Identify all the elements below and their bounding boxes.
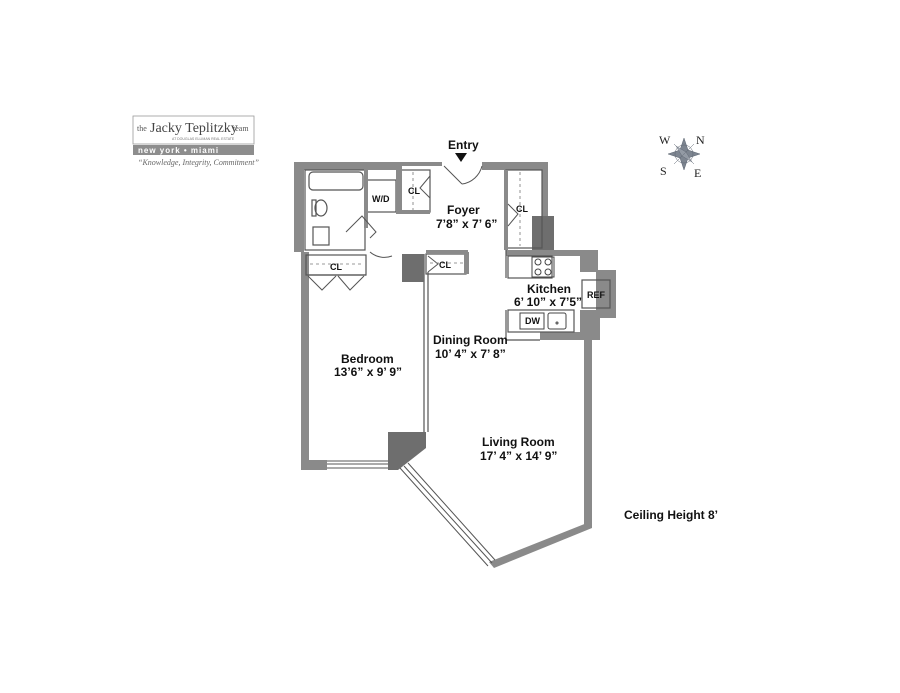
foyer-dims: 7’8” x 7’ 6” bbox=[436, 217, 497, 231]
logo-affiliation: AT DOUGLAS ELLIMAN REAL ESTATE bbox=[172, 137, 235, 141]
wall-pillar-right bbox=[532, 216, 554, 250]
bathtub-icon bbox=[308, 171, 364, 191]
logo-frame bbox=[132, 115, 255, 145]
logo-name: Jacky Teplitzky bbox=[150, 121, 238, 136]
wall-hall-closet-top bbox=[426, 250, 468, 254]
wall-top-left bbox=[294, 162, 402, 170]
bedroom-window bbox=[327, 460, 390, 469]
closet-label-foyer-right: CL bbox=[516, 204, 528, 214]
wall-hall-closet-right bbox=[464, 252, 469, 274]
entry-door-icon bbox=[443, 165, 483, 185]
compass-s: S bbox=[660, 164, 667, 178]
stove-icon bbox=[531, 256, 555, 278]
bath-door-icon bbox=[345, 215, 377, 239]
wall-living-right bbox=[584, 332, 592, 527]
wall-living-top-right bbox=[540, 332, 592, 340]
wall-left-upper bbox=[294, 162, 304, 252]
door-swings bbox=[307, 165, 519, 291]
dining-name: Dining Room bbox=[433, 333, 508, 347]
wall-kitchen-top bbox=[506, 250, 598, 256]
toilet-icon bbox=[314, 199, 328, 217]
entry-label: Entry bbox=[448, 138, 479, 152]
company-logo: the Jacky Teplitzky team AT DOUGLAS ELLI… bbox=[132, 115, 259, 167]
kitchen-dims: 6’ 10” x 7’5” bbox=[514, 295, 582, 309]
kitchen-sink-icon bbox=[547, 312, 567, 330]
wall-top-right bbox=[482, 162, 547, 170]
dw-label: DW bbox=[525, 316, 540, 326]
closet-label-bedroom: CL bbox=[330, 262, 342, 272]
kitchen-name: Kitchen bbox=[527, 282, 571, 296]
dishwasher-box bbox=[519, 312, 545, 330]
logo-cities-band bbox=[133, 145, 254, 155]
logo-tagline: “Knowledge, Integrity, Commitment” bbox=[138, 158, 259, 167]
compass-star-icon bbox=[667, 137, 701, 171]
compass-n: N bbox=[696, 133, 705, 147]
sink-icon bbox=[312, 226, 330, 246]
bedroom-dims: 13’6” x 9’ 9” bbox=[334, 365, 402, 379]
bedroom-door-icon bbox=[369, 251, 393, 258]
closet-label-foyer-left: CL bbox=[408, 186, 420, 196]
entry-arrow-icon bbox=[455, 153, 467, 162]
wall-living-bottom bbox=[489, 521, 592, 568]
wall-kitchen-corner bbox=[580, 250, 598, 272]
closet-rod-lines bbox=[310, 172, 521, 265]
exterior-walls bbox=[294, 162, 616, 568]
living-window bbox=[399, 462, 496, 567]
wall-closet-divider bbox=[396, 168, 402, 214]
bedroom-closet-door-icon bbox=[307, 275, 365, 291]
wall-right-upper bbox=[542, 162, 548, 232]
wall-bedroom-left bbox=[301, 252, 309, 470]
logo-prefix: the bbox=[137, 124, 147, 133]
logo-suffix: team bbox=[233, 124, 249, 133]
wall-pillar-center bbox=[402, 254, 424, 282]
compass-e: E bbox=[694, 166, 701, 180]
wall-bath-divider bbox=[364, 168, 368, 228]
refrigerator bbox=[581, 279, 611, 309]
dining-dims: 10’ 4” x 7’ 8” bbox=[435, 347, 506, 361]
foyer-name: Foyer bbox=[447, 203, 480, 217]
hall-closet-door-icon bbox=[427, 255, 439, 273]
wall-bedroom-bottom-left bbox=[301, 460, 327, 470]
wall-ref-nook bbox=[596, 270, 616, 318]
compass-rose: W N S E bbox=[659, 133, 705, 180]
wall-pillar-bedroom bbox=[388, 432, 426, 470]
bathroom bbox=[304, 169, 366, 251]
wd-label: W/D bbox=[372, 194, 390, 204]
kitchen-counter-top bbox=[507, 255, 553, 279]
compass-w: W bbox=[659, 133, 671, 147]
closet-label-hall: CL bbox=[439, 260, 451, 270]
kitchen-counter-bottom bbox=[507, 309, 575, 333]
living-name: Living Room bbox=[482, 435, 555, 449]
closet-door-icon bbox=[419, 175, 431, 199]
living-dims: 17’ 4” x 14’ 9” bbox=[480, 449, 557, 463]
wall-top-mid bbox=[402, 162, 442, 166]
toilet-tank-icon bbox=[311, 199, 317, 217]
bedroom-name: Bedroom bbox=[341, 352, 394, 366]
ref-label: REF bbox=[587, 290, 606, 300]
ceiling-height-label: Ceiling Height 8’ bbox=[624, 508, 718, 522]
logo-cities: new york • miami bbox=[138, 146, 219, 155]
closet-right-door-icon bbox=[507, 203, 519, 227]
wall-closet-bottom bbox=[402, 210, 430, 214]
wall-foyer-closet-left bbox=[504, 170, 508, 250]
interior-walls bbox=[304, 169, 611, 432]
